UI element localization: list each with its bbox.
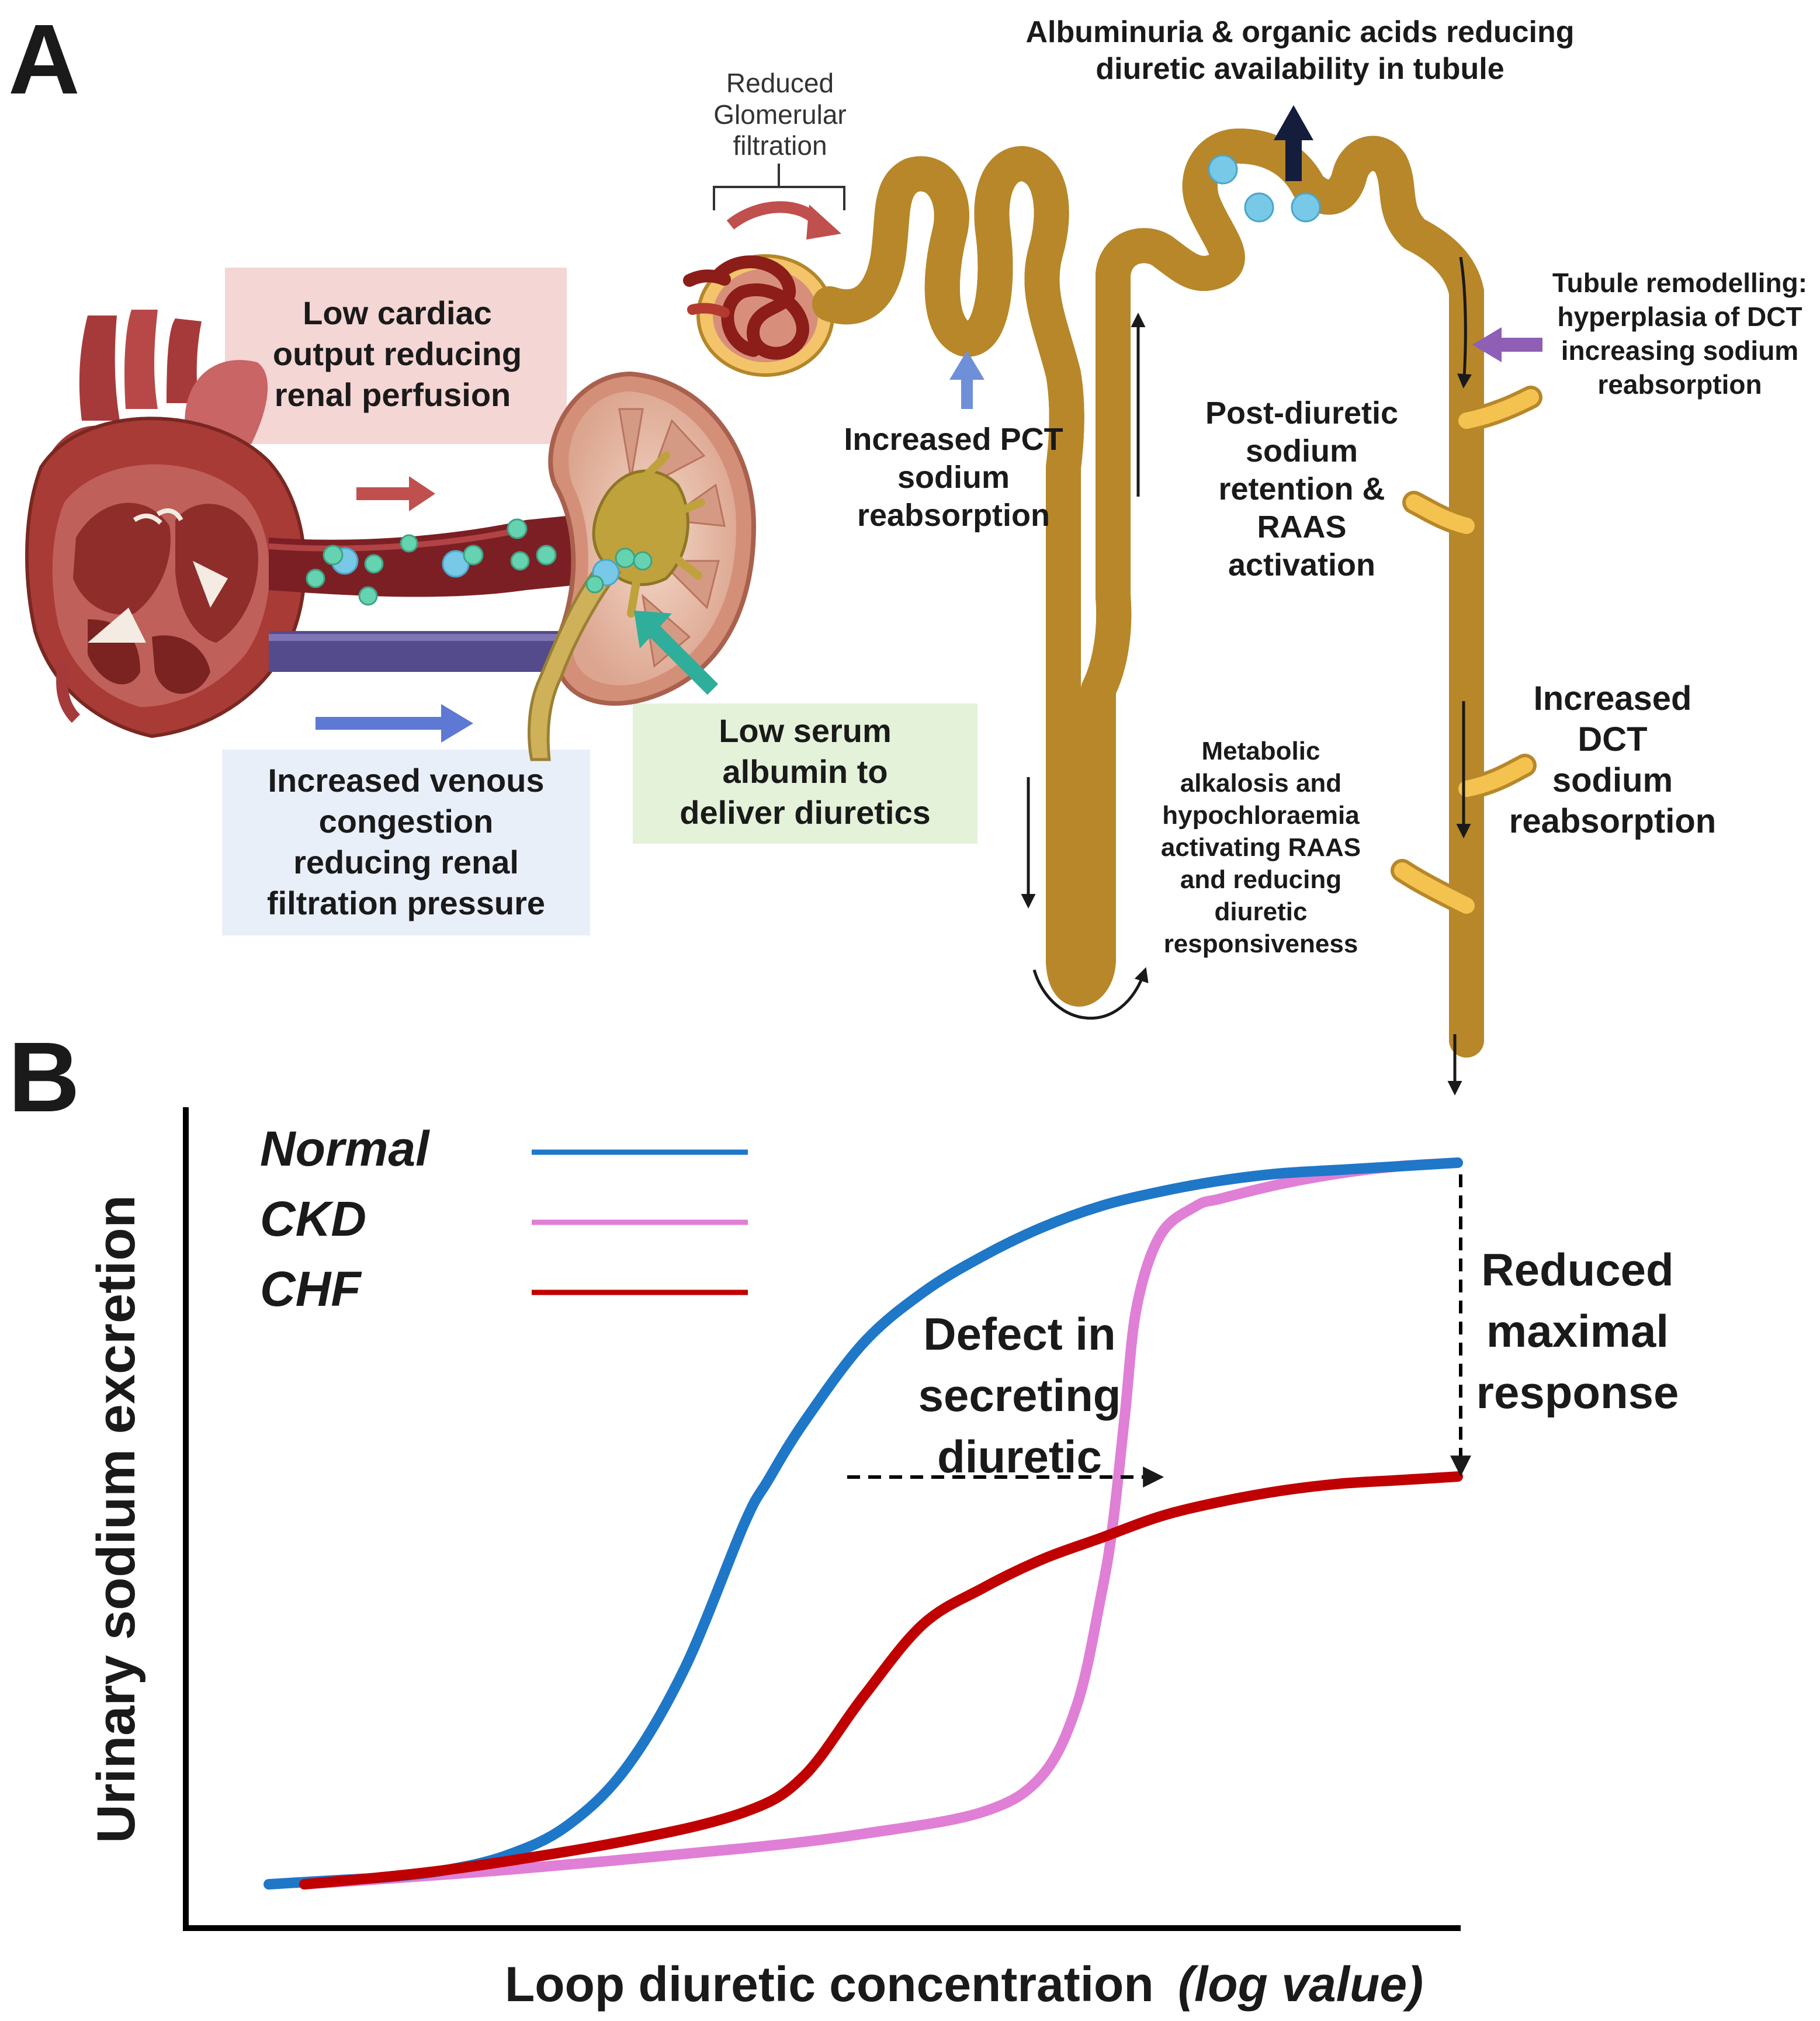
chart-axes (183, 1107, 1461, 1931)
alkalosis-line-1: Metabolic (1202, 737, 1320, 765)
x-axis-label-main: Loop diuretic concentration (505, 1957, 1154, 2012)
remodelling-line-4: reabsorption (1597, 369, 1762, 400)
legend-label-ckd: CKD (260, 1191, 366, 1246)
albumin-line-3: deliver diuretics (680, 794, 931, 831)
series-layer (264, 1157, 1463, 1890)
remodelling-line-3: increasing sodium (1561, 335, 1798, 366)
x-axis-label-suffix: (log value) (1178, 1957, 1423, 2012)
serum-albumin-label: Low serum albumin to deliver diuretics (680, 712, 931, 831)
alkalosis-line-4: activating RAAS (1161, 833, 1361, 862)
albumin-particles (306, 518, 557, 606)
venous-congestion-box (222, 750, 590, 935)
cardiac-output-line-2: output reducing (273, 335, 522, 372)
glomerular-line-3: filtration (733, 130, 827, 161)
reduced-line-3: response (1476, 1367, 1679, 1418)
panel-a: A (8, 4, 1807, 1096)
reduced-annotation: Reduced maximal response (1450, 1174, 1679, 1477)
remodelling-line-1: Tubule remodelling: (1552, 268, 1807, 298)
panel-b: B Urinary sodium excretion Loop diuretic… (8, 1022, 1679, 2012)
cardiac-output-line-1: Low cardiac (303, 294, 492, 331)
legend-label-chf: CHF (260, 1261, 362, 1316)
glomerular-line-2: Glomerular (713, 99, 847, 130)
defect-line-1: Defect in (923, 1308, 1115, 1360)
venous-line-2: congestion (319, 803, 494, 840)
defect-annotation: Defect in secreting diuretic (847, 1308, 1164, 1488)
defect-line-2: secreting (918, 1370, 1121, 1421)
alkalosis-line-6: diuretic (1215, 897, 1308, 926)
pct-arrow (949, 351, 984, 380)
left-flow-arrows (316, 476, 719, 743)
chart-plot: Urinary sodium excretion Loop diuretic c… (86, 1107, 1679, 2012)
renal-vessels (268, 514, 584, 672)
panel-a-letter: A (8, 4, 80, 115)
reduced-line-2: maximal (1486, 1305, 1669, 1357)
x-axis-label: Loop diuretic concentration (log value) (505, 1957, 1423, 2012)
chart-legend: Normal CKD CHF (260, 1121, 748, 1316)
metabolic-alkalosis-label: Metabolic alkalosis and hypochloraemia a… (1161, 737, 1361, 958)
heart-illustration (25, 310, 307, 739)
alkalosis-line-5: and reducing (1180, 865, 1341, 894)
reduced-line-1: Reduced (1481, 1244, 1673, 1295)
albumin-line-2: albumin to (722, 753, 888, 790)
kidney-illustration (528, 371, 757, 761)
glomerulus (683, 254, 834, 377)
alkalosis-line-7: responsiveness (1164, 930, 1358, 958)
y-axis-label: Urinary sodium excretion (86, 1195, 146, 1843)
series-line-normal (264, 1157, 1463, 1890)
alkalosis-line-3: hypochloraemia (1162, 801, 1360, 830)
post-diuretic-line-1: Post-diuretic (1205, 396, 1398, 431)
pct-line-2: sodium (897, 460, 1010, 495)
cardiac-output-line-3: renal perfusion (275, 376, 511, 413)
glomerular-bracket (713, 164, 845, 240)
series-line-ckd (299, 1157, 1463, 1890)
pct-line-3: reabsorption (857, 498, 1050, 533)
post-diuretic-line-3: retention & (1218, 472, 1385, 507)
albuminuria-line-2: diuretic availability in tubule (1096, 52, 1504, 86)
cardiac-output-label: Low cardiac output reducing renal perfus… (273, 294, 522, 413)
dct-line-4: reabsorption (1509, 802, 1717, 840)
remodelling-line-2: hyperplasia of DCT (1557, 301, 1802, 332)
post-diuretic-label: Post-diuretic sodium retention & RAAS ac… (1205, 396, 1398, 583)
post-diuretic-line-5: activation (1228, 547, 1375, 583)
albuminuria-arrow (1274, 105, 1313, 140)
albumin-line-1: Low serum (719, 712, 892, 749)
glomerular-line-1: Reduced (726, 68, 834, 98)
remodelling-label: Tubule remodelling: hyperplasia of DCT i… (1552, 268, 1807, 400)
dct-line-1: Increased (1534, 680, 1692, 717)
post-diuretic-line-2: sodium (1246, 434, 1358, 469)
venous-line-3: reducing renal (293, 844, 519, 880)
panel-b-letter: B (8, 1022, 80, 1133)
alkalosis-line-2: alkalosis and (1180, 769, 1341, 798)
pct-label: Increased PCT sodium reabsorption (844, 422, 1063, 533)
dct-line-2: DCT (1578, 720, 1647, 758)
remodelling-arrow (1472, 327, 1502, 362)
venous-line-4: filtration pressure (267, 885, 545, 921)
series-line-chf (299, 1471, 1463, 1890)
serum-albumin-box (633, 703, 977, 844)
post-diuretic-line-4: RAAS (1257, 509, 1346, 545)
legend-label-normal: Normal (260, 1121, 430, 1176)
dct-line-3: sodium (1552, 761, 1673, 799)
dct-label: Increased DCT sodium reabsorption (1509, 680, 1717, 840)
defect-line-3: diuretic (937, 1431, 1102, 1482)
nephron-tubule (812, 129, 1542, 1058)
pct-line-1: Increased PCT (844, 422, 1063, 457)
venous-congestion-label: Increased venous congestion reducing ren… (267, 762, 545, 921)
venous-line-1: Increased venous (268, 762, 544, 799)
tubule-flow-arrows (1021, 256, 1472, 1096)
glomerular-label: Reduced Glomerular filtration (713, 68, 847, 161)
albuminuria-line-1: Albuminuria & organic acids reducing (1025, 15, 1574, 49)
cardiac-output-box (225, 268, 567, 444)
albuminuria-label: Albuminuria & organic acids reducing diu… (1025, 15, 1574, 86)
